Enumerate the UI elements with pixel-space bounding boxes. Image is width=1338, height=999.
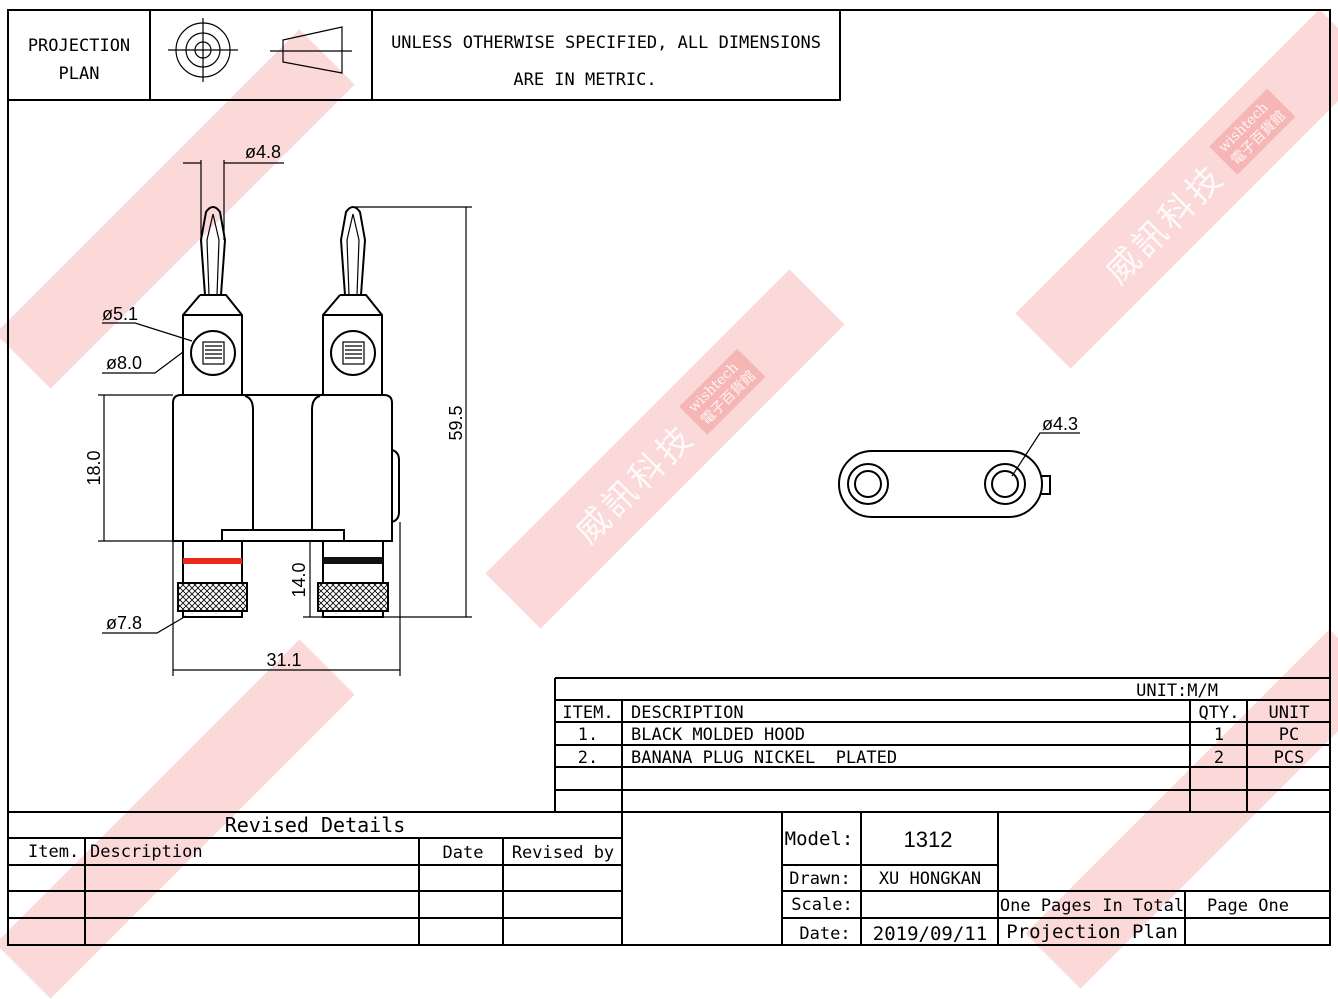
dimensions: ø4.8 ø5.1 ø8.0 ø7.8 18.0 14.0 59.5 31.1 <box>84 142 472 676</box>
model-value: 1312 <box>904 827 953 852</box>
title-block: Model: 1312 Drawn: XU HONGKAN Scale: Dat… <box>781 812 1330 945</box>
page-number: Page One <box>1207 896 1289 916</box>
projection-label-2: PLAN <box>59 64 100 84</box>
table-cell: BLACK MOLDED HOOD <box>631 725 805 745</box>
col-header-item: Item. <box>28 842 79 862</box>
dim-knurl-dia: ø7.8 <box>106 613 142 633</box>
front-view: ø4.8 ø5.1 ø8.0 ø7.8 18.0 14.0 59.5 31.1 <box>84 142 472 676</box>
lower-terminal-red <box>177 541 248 618</box>
header-block: PROJECTION PLAN UNLESS OTHERWISE SPECIFI… <box>8 10 841 101</box>
table-cell: PC <box>1279 725 1299 745</box>
dimension-note: UNLESS OTHERWISE SPECIFIED, ALL DIMENSIO… <box>391 33 821 53</box>
drawing-sheet: PROJECTION PLAN UNLESS OTHERWISE SPECIFI… <box>7 9 1331 946</box>
dim-body-height: 18.0 <box>84 450 104 485</box>
col-header-item: ITEM. <box>562 703 613 723</box>
banana-pin-right <box>322 206 383 395</box>
col-header-revised-by: Revised by <box>512 843 614 863</box>
projection-symbol-icon <box>168 18 352 82</box>
col-header-description: Description <box>90 842 203 862</box>
scale-label: Scale: <box>791 895 852 915</box>
date-value: 2019/09/11 <box>873 923 987 945</box>
bottom-plate <box>221 529 345 542</box>
side-tab <box>391 449 400 523</box>
dim-total-height: 59.5 <box>446 405 466 440</box>
dim-width: 31.1 <box>266 650 301 670</box>
dim-lower-height: 14.0 <box>289 562 309 597</box>
lower-terminal-black <box>317 541 389 618</box>
banana-pin-left <box>182 206 243 395</box>
pages-total: One Pages In Total <box>1000 896 1184 916</box>
drawn-label: Drawn: <box>789 869 850 889</box>
model-label: Model: <box>785 828 854 850</box>
parts-table: UNIT:M/M ITEM. DESCRIPTION QTY. UNIT 1. … <box>554 677 1330 812</box>
molded-hood <box>172 394 393 542</box>
table-cell: 2. <box>578 748 598 768</box>
revised-details-title: Revised Details <box>225 813 406 837</box>
dim-hole-dia: ø4.3 <box>1042 414 1078 434</box>
bottom-view: ø4.3 <box>838 414 1080 518</box>
col-header-unit: UNIT <box>1269 703 1310 723</box>
table-cell: PCS <box>1274 748 1305 768</box>
table-cell: BANANA PLUG NICKEL PLATED <box>631 748 897 768</box>
col-header-date: Date <box>443 843 484 863</box>
col-header-qty: QTY. <box>1199 703 1240 723</box>
dim-collar-dia: ø8.0 <box>106 353 142 373</box>
dim-pin-dia: ø4.8 <box>245 142 281 162</box>
table-cell: 2 <box>1214 748 1224 768</box>
projection-label: PROJECTION <box>28 36 130 56</box>
date-label: Date: <box>799 924 850 944</box>
dim-screw-dia: ø5.1 <box>102 304 138 324</box>
projection-plan: Projection Plan <box>1006 921 1178 943</box>
dimension-note-2: ARE IN METRIC. <box>513 70 656 90</box>
sheet-border <box>7 9 1331 946</box>
revised-details-table: Revised Details Item. Description Date R… <box>8 811 1330 945</box>
drawn-value: XU HONGKAN <box>879 869 981 889</box>
col-header-description: DESCRIPTION <box>631 703 744 723</box>
table-cell: 1 <box>1214 725 1224 745</box>
unit-label: UNIT:M/M <box>1136 681 1218 701</box>
table-cell: 1. <box>578 725 598 745</box>
